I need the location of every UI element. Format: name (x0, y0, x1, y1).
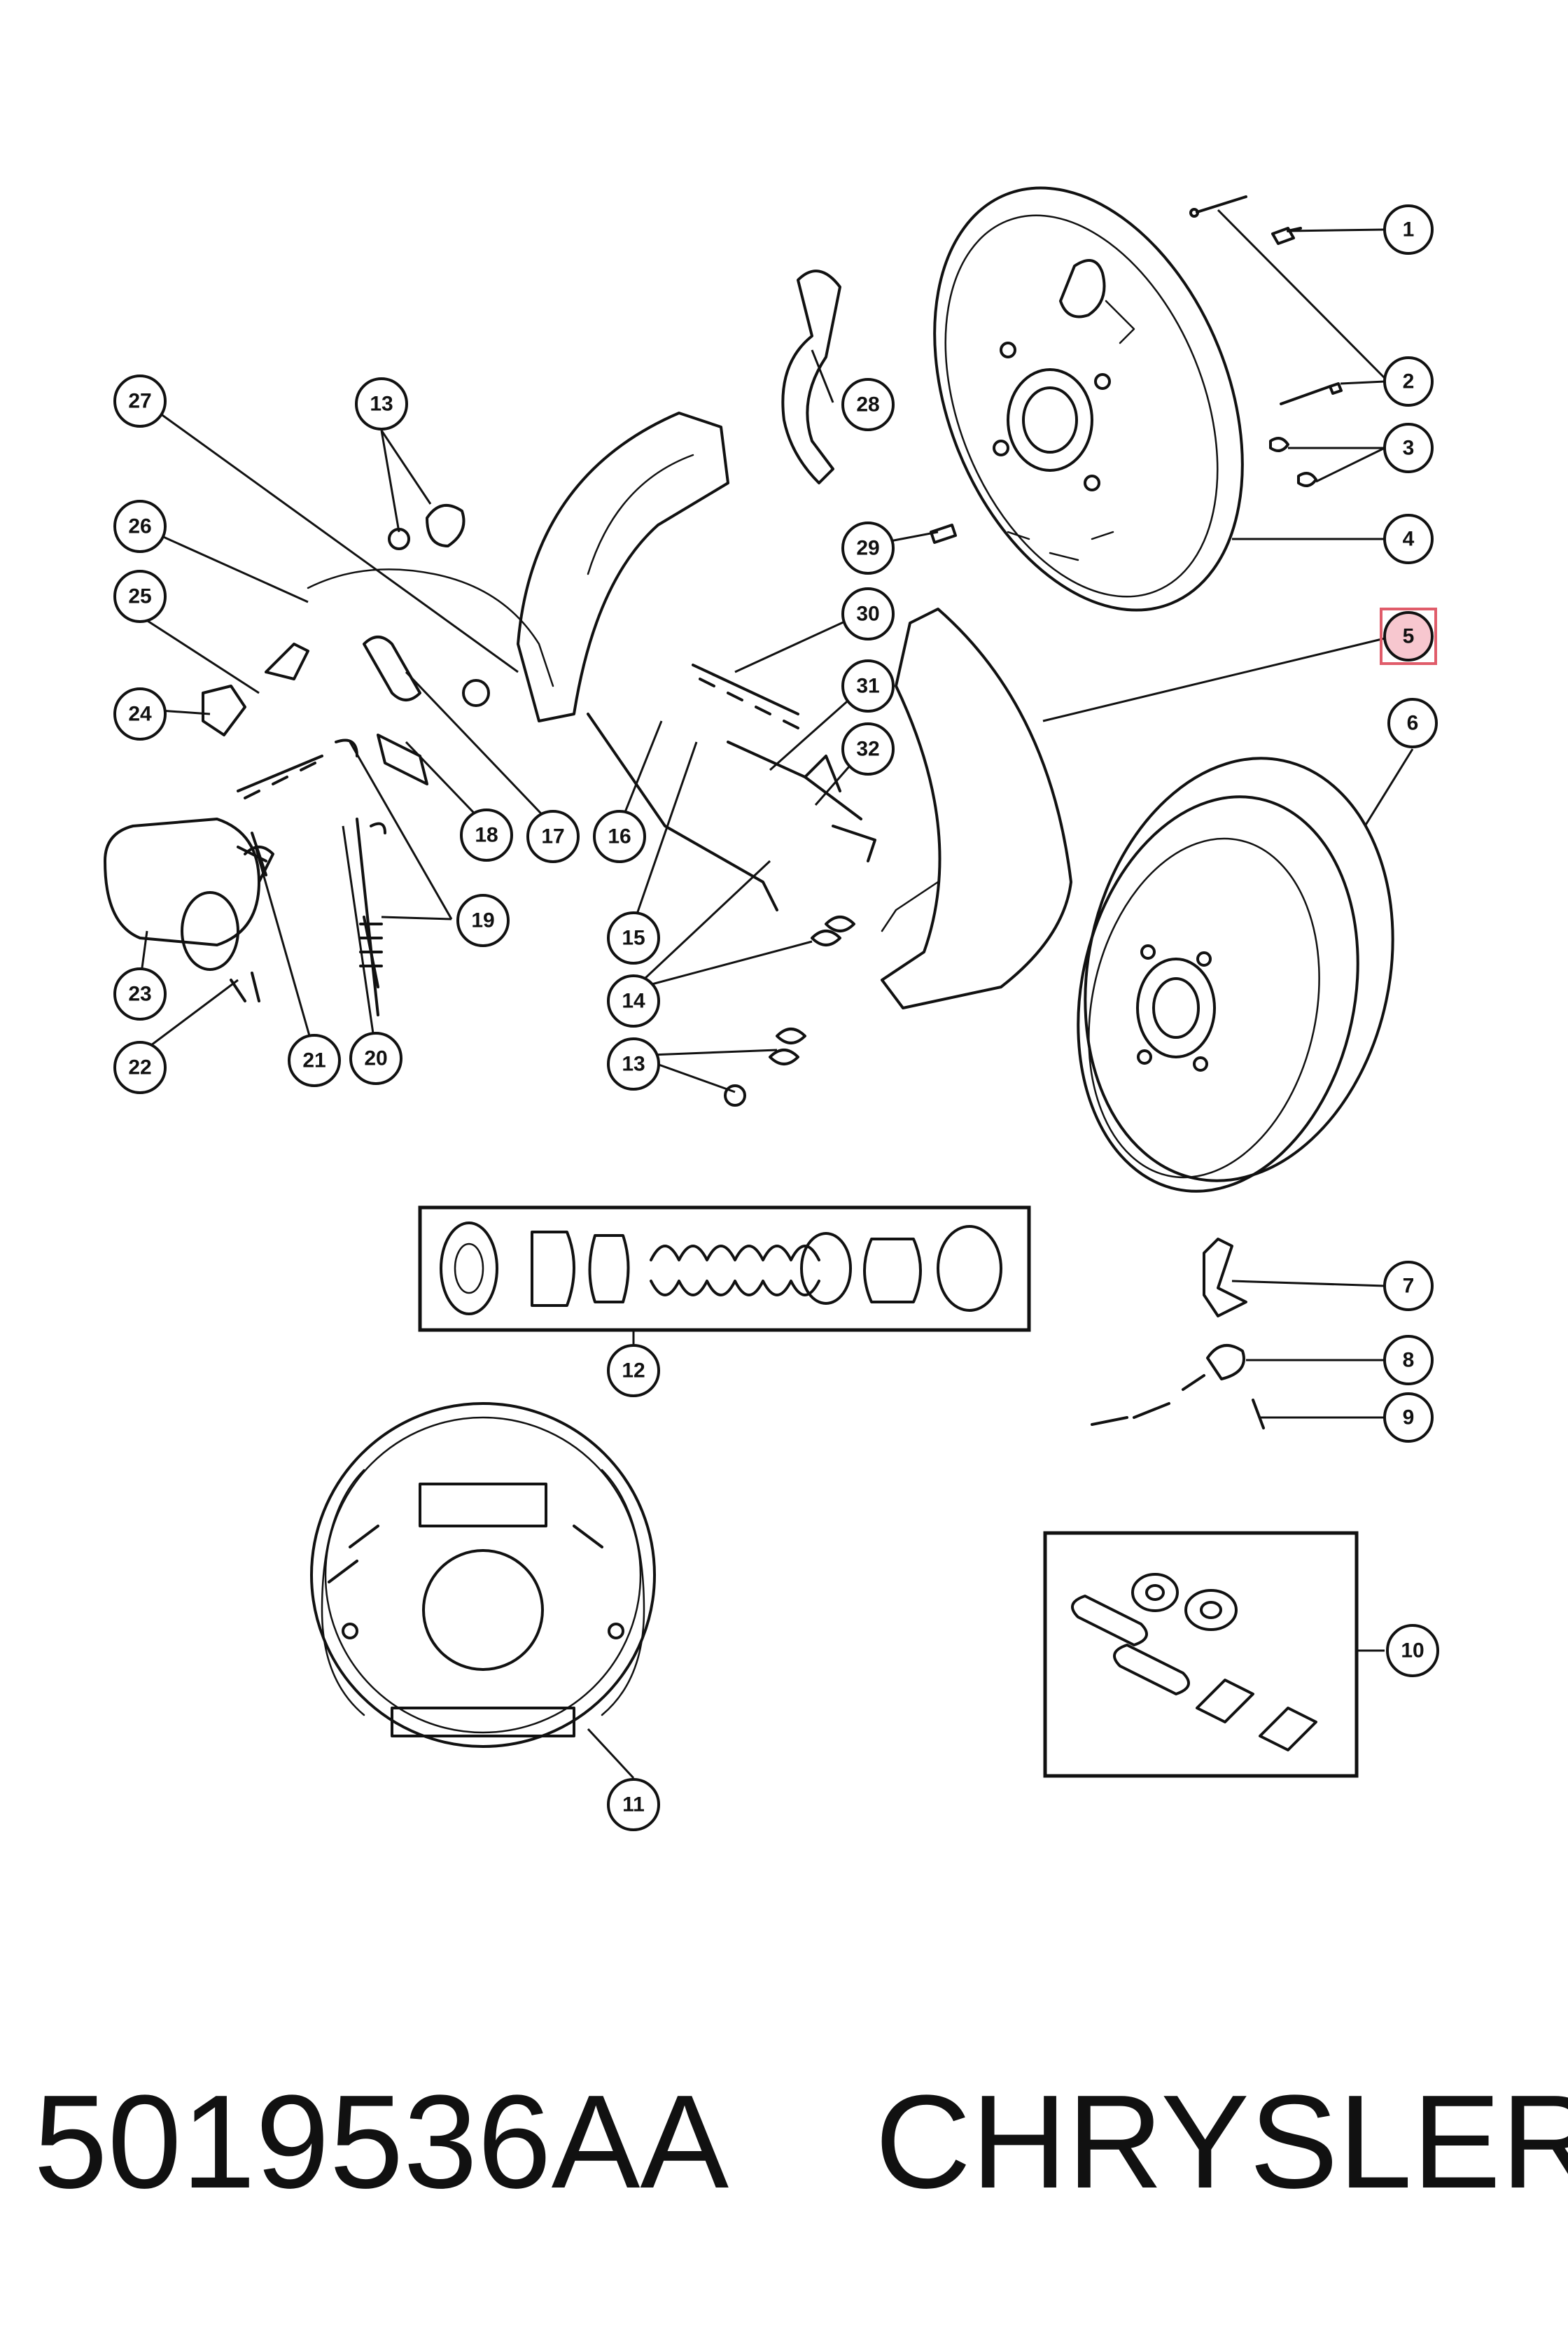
callout-17: 17 (526, 810, 580, 863)
backing-plate-drawing (933, 186, 1244, 612)
callout-4: 4 (1383, 514, 1434, 564)
callout-14: 14 (607, 974, 660, 1028)
callout-19: 19 (456, 894, 510, 947)
svg-text:21: 21 (302, 1049, 326, 1072)
svg-text:12: 12 (622, 1359, 645, 1382)
callout-24: 24 (113, 687, 167, 741)
svg-text:29: 29 (856, 537, 879, 560)
bleeder-drawing (1091, 1238, 1265, 1429)
svg-text:6: 6 (1407, 712, 1419, 735)
svg-text:23: 23 (128, 983, 151, 1006)
svg-text:27: 27 (128, 390, 151, 413)
callout-6: 6 (1387, 698, 1438, 748)
bolt-drawing (1189, 195, 1343, 487)
wheel-cylinder-kit-drawing (440, 1222, 1002, 1315)
callout-26: 26 (113, 500, 167, 553)
svg-text:14: 14 (622, 990, 645, 1013)
callout-32: 32 (841, 722, 895, 776)
svg-text:26: 26 (128, 515, 151, 538)
svg-text:18: 18 (475, 824, 498, 847)
svg-text:16: 16 (608, 825, 631, 848)
svg-text:22: 22 (128, 1056, 151, 1079)
part-number-text: 5019536AA (34, 2068, 729, 2216)
svg-text:10: 10 (1401, 1639, 1424, 1662)
svg-text:30: 30 (856, 603, 879, 626)
svg-text:20: 20 (364, 1047, 387, 1070)
brake-shoe-drawing (517, 412, 1072, 1009)
svg-text:15: 15 (622, 927, 645, 950)
hardware-drawing (587, 270, 957, 1107)
wheel-cylinder-kit-box (418, 1205, 1031, 1332)
callout-21: 21 (288, 1034, 341, 1087)
svg-text:7: 7 (1403, 1275, 1415, 1298)
hardware-kit-drawing (1071, 1573, 1317, 1751)
callout-8: 8 (1383, 1335, 1434, 1385)
svg-text:3: 3 (1403, 437, 1415, 460)
svg-text:32: 32 (856, 738, 879, 761)
callout-29: 29 (841, 522, 895, 575)
callout-27: 27 (113, 374, 167, 428)
svg-text:25: 25 (128, 585, 151, 608)
callout-9: 9 (1383, 1392, 1434, 1443)
callout-11: 11 (607, 1778, 660, 1831)
callout-16: 16 (593, 810, 646, 863)
callout-2: 2 (1383, 356, 1434, 407)
svg-text:9: 9 (1403, 1406, 1415, 1429)
callout-5[interactable]: 5 (1380, 608, 1437, 665)
leader-lines (139, 209, 1414, 1779)
hardware-kit-box (1043, 1531, 1359, 1778)
svg-text:2: 2 (1403, 370, 1415, 393)
callout-13-upper: 13 (355, 377, 408, 430)
callout-22: 22 (113, 1041, 167, 1094)
svg-text:8: 8 (1403, 1349, 1415, 1372)
callout-23: 23 (113, 967, 167, 1021)
callout-10: 10 (1386, 1624, 1439, 1677)
callout-1: 1 (1383, 204, 1434, 255)
callout-12: 12 (607, 1344, 660, 1397)
svg-text:11: 11 (622, 1793, 645, 1816)
callout-25: 25 (113, 570, 167, 623)
callout-20: 20 (349, 1032, 402, 1085)
callout-13-lower: 13 (607, 1037, 660, 1091)
callout-31: 31 (841, 659, 895, 713)
assembled-brake-drawing (310, 1402, 656, 1748)
svg-text:5: 5 (1403, 625, 1415, 648)
callout-7: 7 (1383, 1261, 1434, 1311)
callout-18: 18 (460, 808, 513, 862)
callout-3: 3 (1383, 423, 1434, 473)
brake-drum-drawing (1077, 757, 1394, 1193)
callout-28: 28 (841, 378, 895, 431)
svg-text:13: 13 (622, 1053, 645, 1076)
callout-15: 15 (607, 911, 660, 965)
svg-text:24: 24 (128, 703, 152, 726)
svg-text:17: 17 (541, 825, 564, 848)
svg-text:19: 19 (471, 909, 494, 932)
svg-text:4: 4 (1403, 528, 1415, 551)
brand-text: CHRYSLER (875, 2068, 1568, 2216)
svg-text:31: 31 (856, 675, 879, 698)
callout-30: 30 (841, 587, 895, 640)
svg-text:13: 13 (370, 393, 393, 416)
svg-text:28: 28 (856, 393, 879, 416)
svg-text:1: 1 (1403, 218, 1415, 241)
